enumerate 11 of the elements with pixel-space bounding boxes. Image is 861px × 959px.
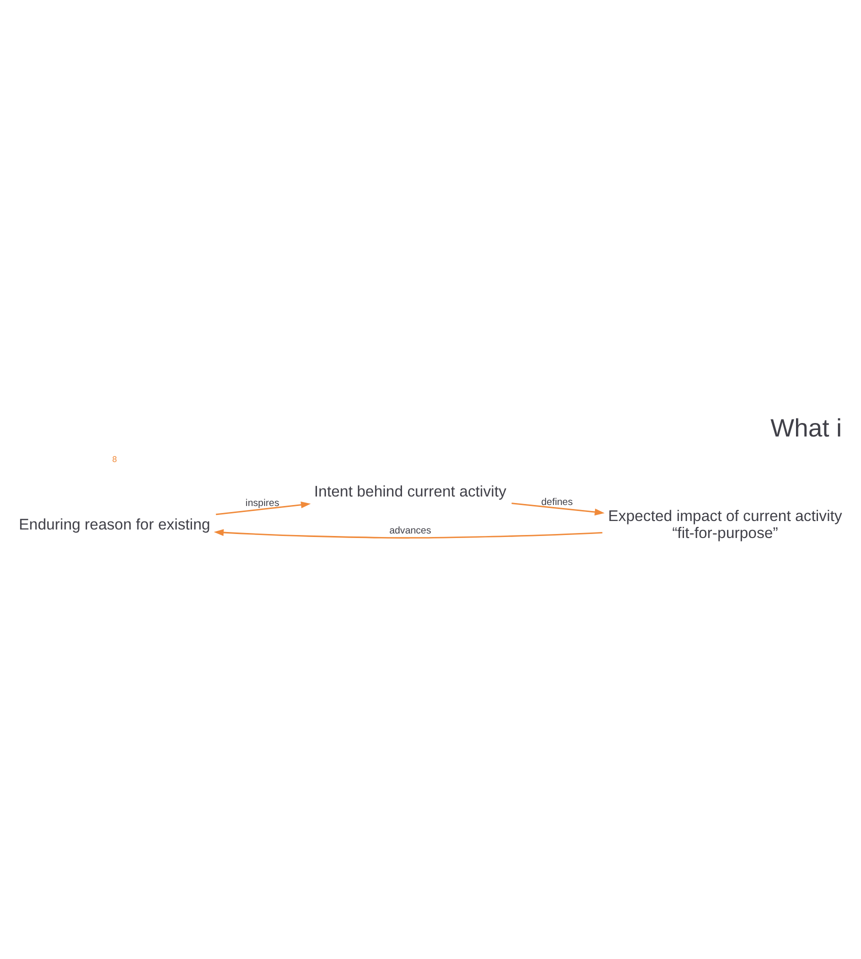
edge-label: inspires <box>246 498 280 510</box>
diagram-title: What i <box>770 414 842 443</box>
arrow <box>216 501 311 516</box>
arrow <box>512 502 605 516</box>
node-text: Intent behind current activity <box>314 484 506 501</box>
arrow <box>214 529 602 539</box>
node-text: Enduring reason for existing <box>18 516 210 534</box>
edge-label: advances <box>389 525 432 536</box>
edge-label: defines <box>541 496 573 508</box>
label: 8 <box>112 454 117 464</box>
node-text: Expected impact of current activity “fit-for-purpose” <box>608 508 842 542</box>
